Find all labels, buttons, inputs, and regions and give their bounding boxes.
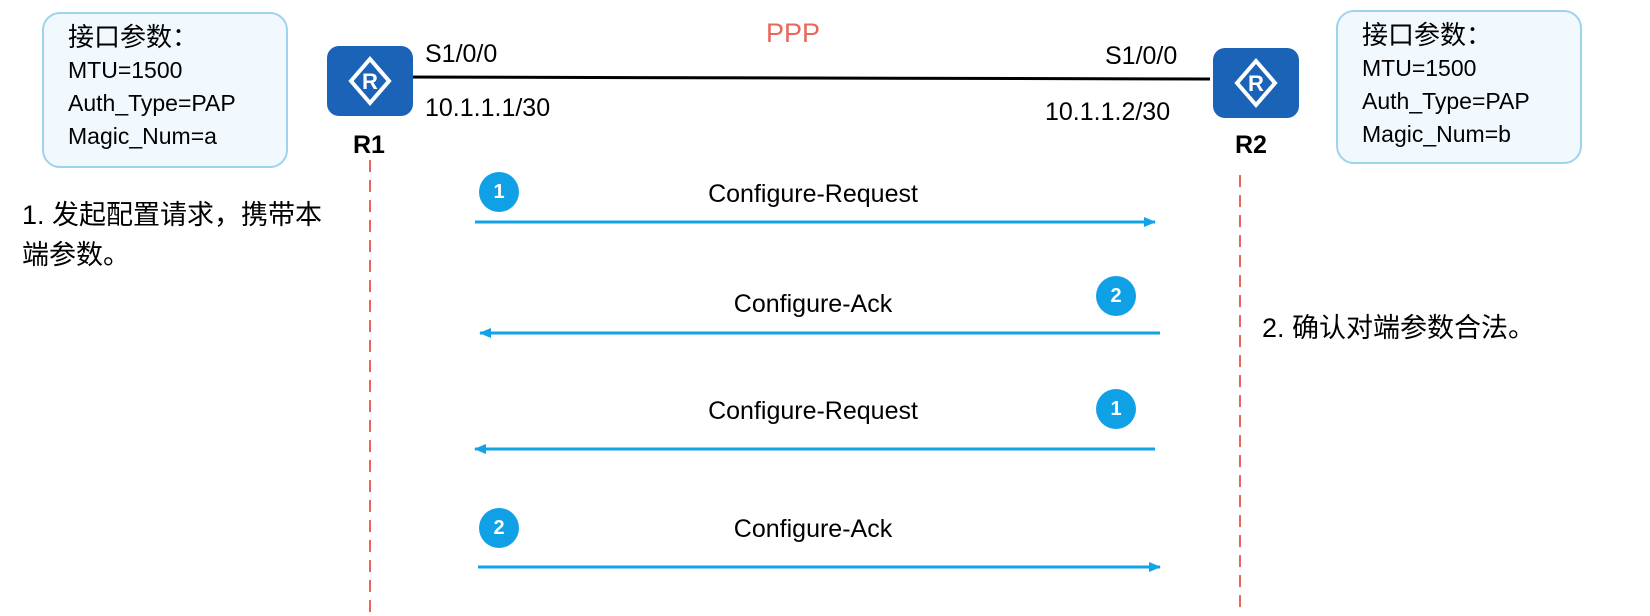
r1-ip: 10.1.1.1/30 [425, 94, 551, 122]
r2-params-box: 接口参数： MTU=1500 Auth_Type=PAP Magic_Num=b [1336, 10, 1582, 164]
step-badge-1: 1 [479, 172, 519, 212]
r2-mtu: MTU=1500 [1362, 55, 1477, 81]
right-note: 2. 确认对端参数合法。 [1262, 313, 1536, 343]
r1-mtu: MTU=1500 [68, 57, 183, 83]
r1-auth-type: Auth_Type=PAP [68, 90, 236, 116]
step-badge-3: 1 [1096, 389, 1136, 429]
message-1-label: Configure-Request [708, 180, 918, 208]
message-2-label: Configure-Ack [733, 290, 893, 318]
message-4-label: Configure-Ack [733, 515, 893, 543]
r2-params-title: 接口参数： [1362, 20, 1493, 50]
r2-router-icon: R [1213, 48, 1299, 118]
r2-ip: 10.1.1.2/30 [1045, 98, 1171, 126]
step-badge-4: 2 [479, 508, 519, 548]
ppp-link [394, 75, 1211, 81]
r1-params-box: 接口参数： MTU=1500 Auth_Type=PAP Magic_Num=a [42, 12, 288, 168]
left-note: 1. 发起配置请求，携带本 端参数。 [22, 195, 322, 275]
svg-text:R: R [1248, 71, 1264, 96]
r1-magic-num: Magic_Num=a [68, 123, 217, 149]
r2-interface: S1/0/0 [1105, 42, 1178, 70]
message-3-label: Configure-Request [708, 397, 918, 425]
ppp-label: PPP [766, 18, 821, 48]
r1-params-title: 接口参数： [68, 22, 199, 52]
left-note-line-1: 1. 发起配置请求，携带本 [22, 200, 323, 230]
r1-router-icon: R [327, 46, 413, 116]
r1-interface: S1/0/0 [425, 40, 498, 68]
r2-auth-type: Auth_Type=PAP [1362, 88, 1530, 114]
svg-text:R: R [362, 69, 378, 94]
r1-label: R1 [353, 131, 385, 159]
r2-magic-num: Magic_Num=b [1362, 121, 1511, 147]
step-badge-2: 2 [1096, 276, 1136, 316]
left-note-line-2: 端参数。 [22, 240, 130, 270]
r2-label: R2 [1235, 131, 1267, 159]
